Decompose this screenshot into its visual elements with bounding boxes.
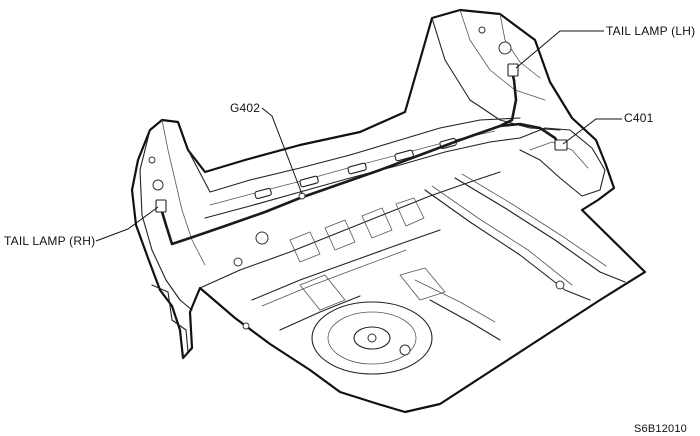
rail-slots	[254, 137, 457, 200]
rh-quarter-panel	[139, 129, 193, 311]
wiring-harness	[158, 70, 518, 246]
c401-leader	[562, 118, 622, 145]
tail-lamp-lh-leader	[515, 30, 604, 69]
g402-label: G402	[230, 101, 261, 115]
lh-hole-2	[478, 26, 486, 34]
spare-tire-well	[311, 301, 433, 375]
tail-lamp-rh-leader	[95, 206, 159, 242]
tail-lamp-lh-connector	[507, 63, 519, 77]
lh-rear-extension	[519, 127, 606, 197]
body-outline	[130, 8, 647, 414]
lh-inner-panel-2	[499, 13, 541, 79]
g402-leader	[261, 107, 303, 195]
rh-hole-2	[148, 156, 156, 164]
floor-cross-members	[251, 229, 501, 341]
c401-connector	[554, 139, 568, 151]
tail-lamp-rh-connector	[155, 199, 167, 213]
rear-rail-bottom	[204, 137, 521, 219]
figure-code: S6B12010	[634, 423, 687, 435]
rh-inner-panel	[161, 119, 206, 266]
floor-ribs	[424, 173, 626, 301]
lh-quarter-panel	[431, 17, 561, 131]
c401-label: C401	[624, 111, 654, 125]
rh-hole	[152, 179, 164, 191]
rear-rail-top	[187, 117, 521, 193]
rh-bracket	[151, 284, 189, 359]
tail-lamp-lh-label: TAIL LAMP (LH)	[606, 24, 696, 38]
lh-inner-panel	[459, 9, 546, 101]
lh-hole	[498, 41, 512, 55]
tail-lamp-rh-label: TAIL LAMP (RH)	[4, 234, 96, 248]
floor-bumps	[233, 197, 565, 330]
